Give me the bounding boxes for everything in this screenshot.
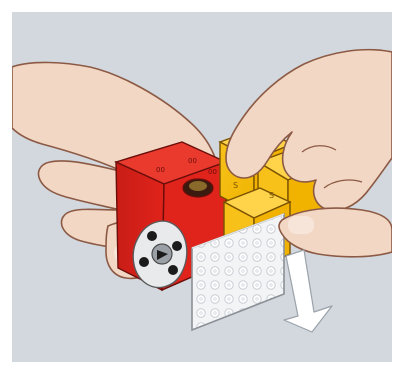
illustration-panel: 00 00 00 xyxy=(12,12,392,362)
svg-text:S: S xyxy=(269,191,274,200)
cube-hands-illustration: 00 00 00 xyxy=(12,12,392,362)
svg-text:00: 00 xyxy=(208,168,217,176)
svg-text:S: S xyxy=(233,181,238,190)
svg-text:00: 00 xyxy=(156,166,165,174)
svg-text:00: 00 xyxy=(188,157,197,165)
arrow-down-icon xyxy=(284,250,332,332)
